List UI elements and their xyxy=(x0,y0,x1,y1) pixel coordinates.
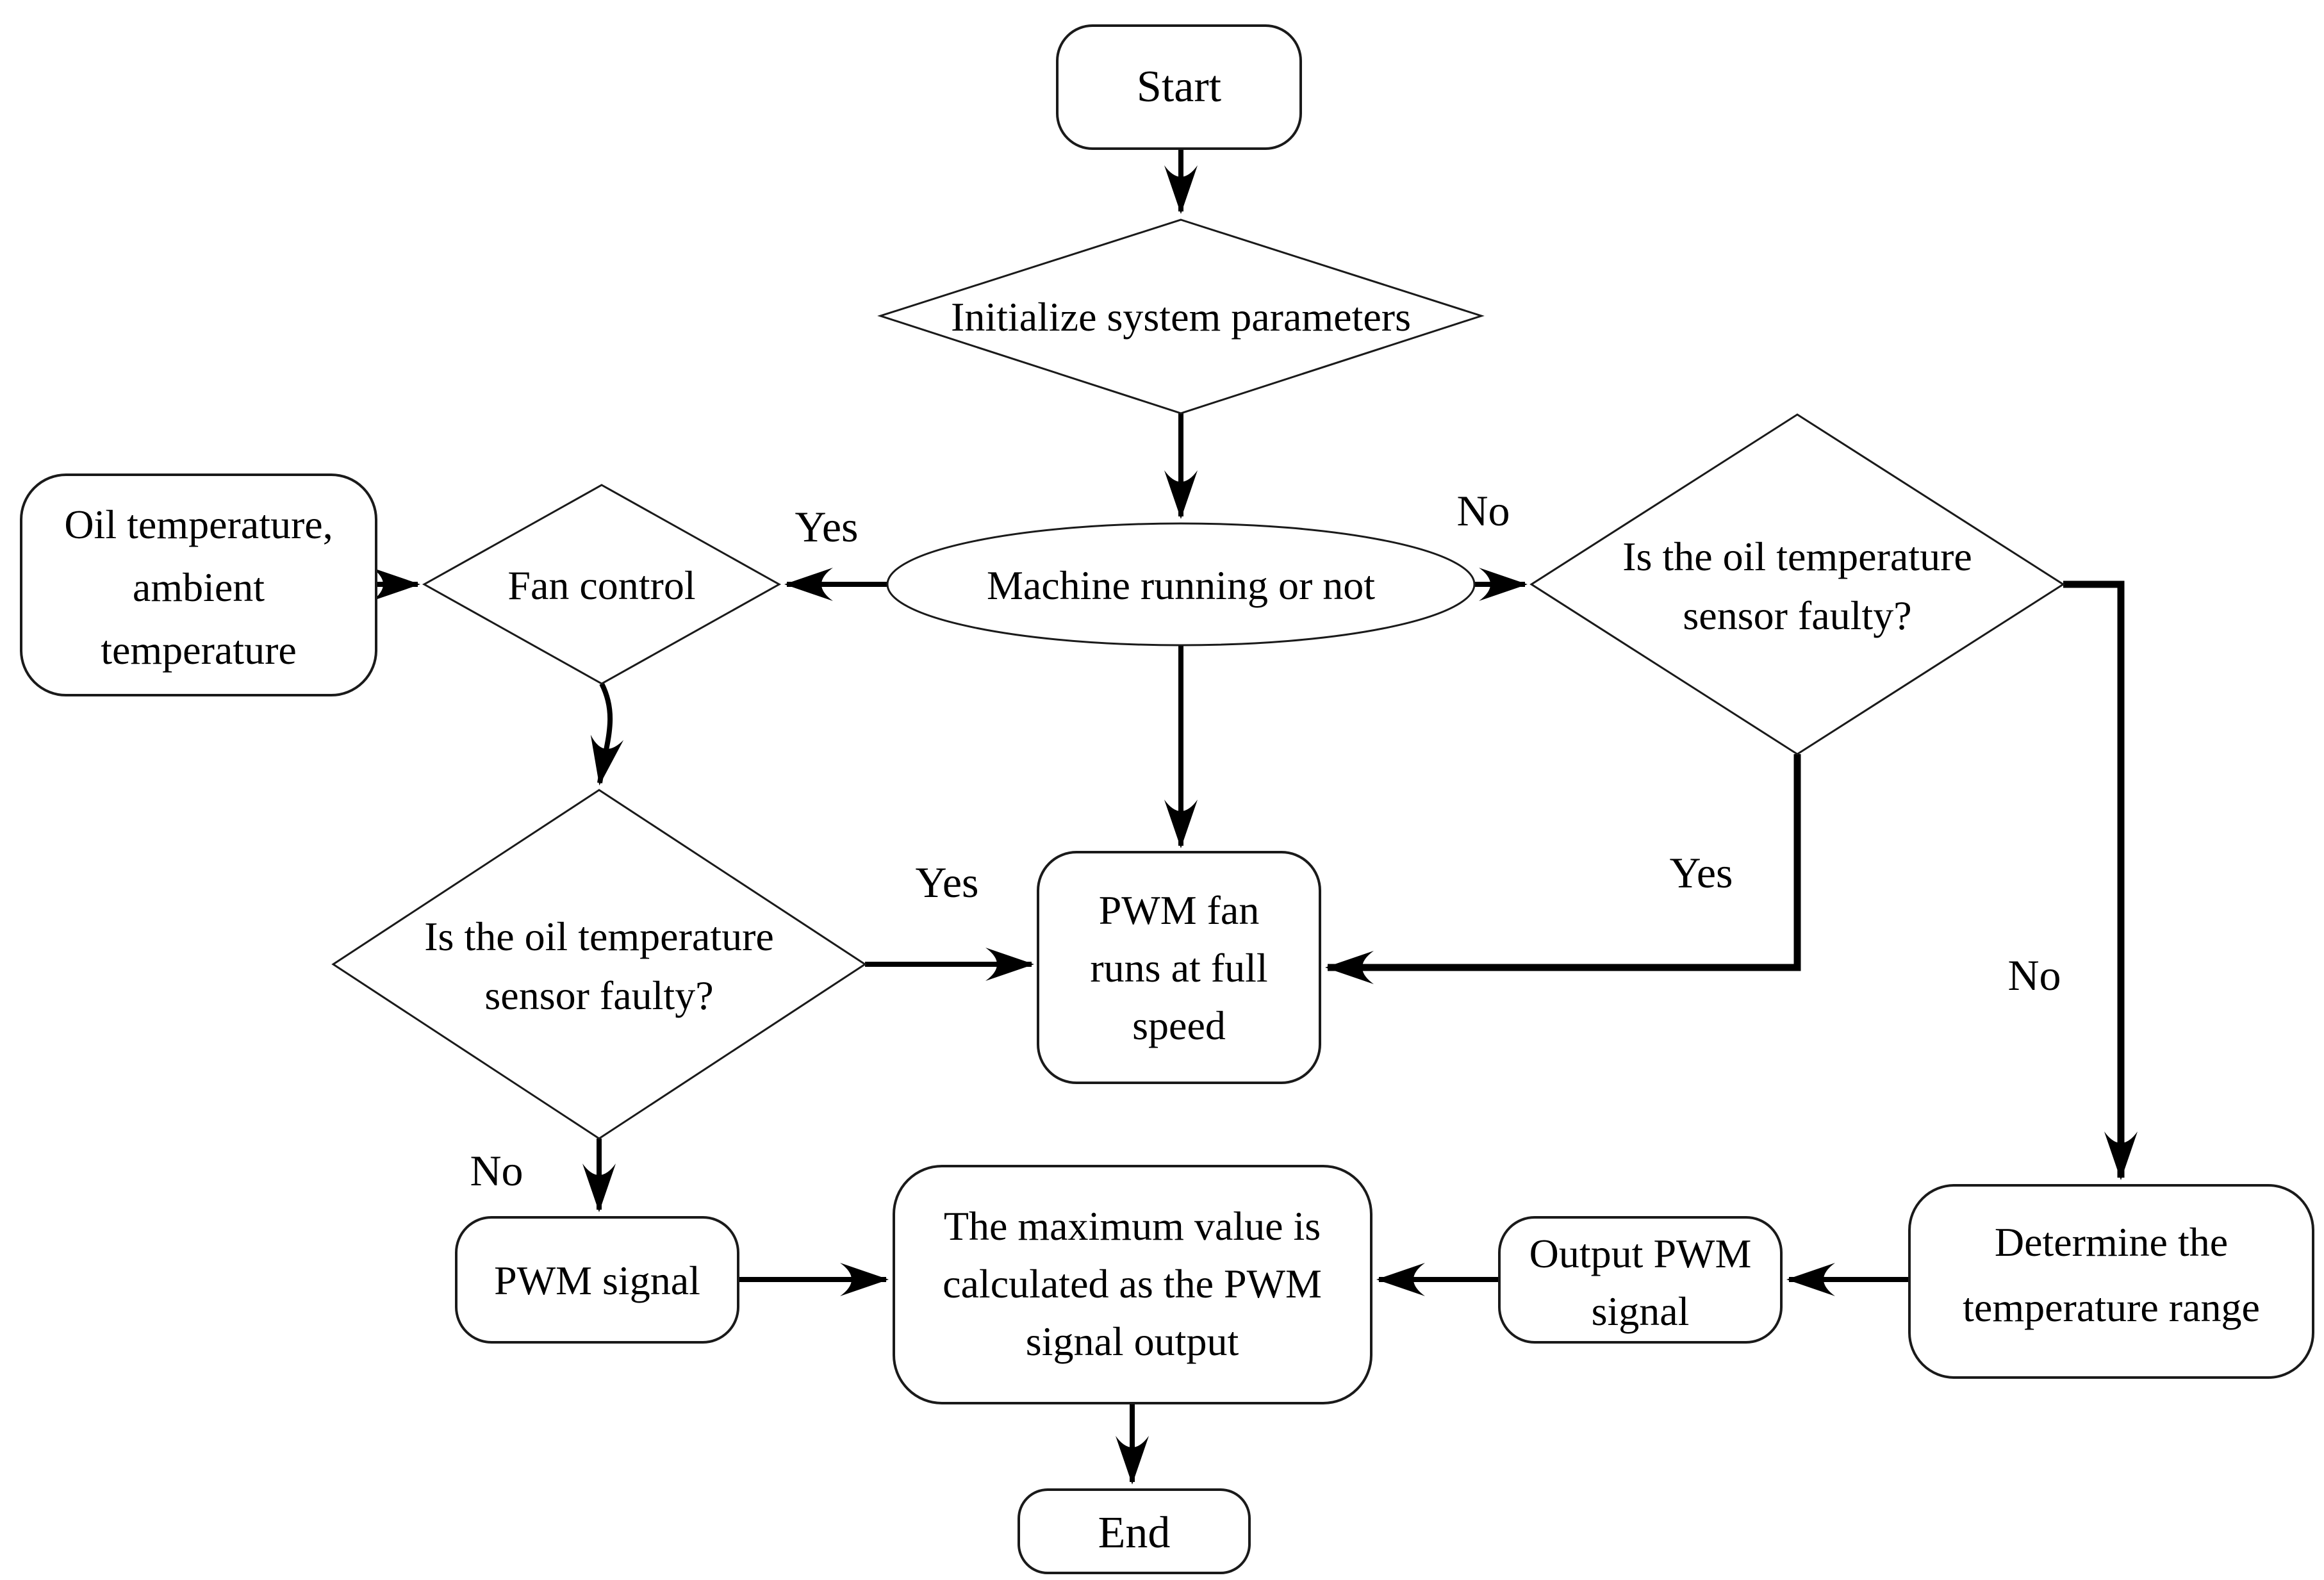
sensor-faulty-right-diamond-shape xyxy=(1529,413,2065,755)
determine-range-line-2: temperature range xyxy=(1963,1285,2260,1330)
start-shape xyxy=(1056,24,1302,150)
fan-control-diamond-shape xyxy=(422,484,782,685)
max-output-line-1: The maximum value is xyxy=(944,1203,1321,1249)
pwm-signal-shape xyxy=(455,1216,739,1344)
edge-sensor-faulty-right-yes-to-pwm-full-speed xyxy=(1325,754,1801,984)
output-pwm-shape xyxy=(1498,1216,1783,1344)
node-sensor-faulty-left: Is the oil temperature sensor faulty? xyxy=(331,789,867,1140)
oil-inputs-line-3: temperature xyxy=(101,627,297,673)
determine-range-shape xyxy=(1908,1184,2314,1379)
node-initialize: Initialize system parameters xyxy=(877,218,1485,415)
label-machine-no: No xyxy=(1456,486,1510,535)
pwm-full-speed-line-1: PWM fan xyxy=(1099,887,1260,933)
sensor-faulty-left-diamond-shape xyxy=(331,789,867,1140)
node-max-output: The maximum value is calculated as the P… xyxy=(893,1165,1372,1404)
edges-layer xyxy=(372,149,2138,1485)
oil-inputs-line-1: Oil temperature, xyxy=(64,502,333,547)
determine-range-line-1: Determine the xyxy=(1995,1219,2228,1265)
fan-control-label: Fan control xyxy=(507,563,695,608)
node-pwm-full-speed: PWM fan runs at full speed xyxy=(1037,851,1321,1084)
label-right-sensor-no: No xyxy=(2007,951,2061,1000)
output-pwm-line-1: Output PWM xyxy=(1529,1231,1752,1276)
end-label: End xyxy=(1098,1508,1171,1558)
start-label: Start xyxy=(1137,62,1222,111)
sensor-faulty-left-line-1: Is the oil temperature xyxy=(424,914,774,959)
label-left-sensor-no: No xyxy=(470,1146,523,1195)
pwm-full-speed-line-2: runs at full xyxy=(1090,945,1267,991)
oil-inputs-line-2: ambient xyxy=(133,564,265,610)
node-end: End xyxy=(1018,1488,1251,1574)
pwm-full-speed-shape xyxy=(1037,851,1321,1084)
machine-running-ellipse-shape xyxy=(886,522,1476,646)
label-left-sensor-yes: Yes xyxy=(916,858,979,907)
edge-fan-control-to-sensor-faulty-left xyxy=(590,682,624,786)
output-pwm-line-2: signal xyxy=(1592,1288,1690,1334)
node-fan-control: Fan control xyxy=(422,484,782,685)
sensor-faulty-right-line-1: Is the oil temperature xyxy=(1622,534,1972,579)
node-sensor-faulty-right: Is the oil temperature sensor faulty? xyxy=(1529,413,2065,755)
max-output-shape xyxy=(893,1165,1372,1404)
node-output-pwm: Output PWM signal xyxy=(1498,1216,1783,1344)
label-machine-yes: Yes xyxy=(795,502,859,551)
node-machine-running: Machine running or not xyxy=(886,522,1476,646)
node-pwm-signal: PWM signal xyxy=(455,1216,739,1344)
edge-labels-layer: Yes No Yes No Yes No xyxy=(470,486,2061,1195)
oil-inputs-shape xyxy=(20,473,377,696)
node-start: Start xyxy=(1056,24,1302,150)
max-output-line-3: signal output xyxy=(1026,1319,1239,1364)
end-shape xyxy=(1018,1488,1251,1574)
machine-running-label: Machine running or not xyxy=(987,563,1375,608)
max-output-line-2: calculated as the PWM xyxy=(943,1261,1322,1306)
edge-sensor-faulty-right-no-to-determine-range xyxy=(2063,580,2138,1180)
node-oil-inputs: Oil temperature, ambient temperature xyxy=(20,473,377,696)
initialize-label: Initialize system parameters xyxy=(951,294,1411,340)
sensor-faulty-left-line-2: sensor faulty? xyxy=(484,973,713,1018)
initialize-diamond-shape xyxy=(877,218,1485,415)
sensor-faulty-right-line-2: sensor faulty? xyxy=(1683,593,1911,638)
node-determine-range: Determine the temperature range xyxy=(1908,1184,2314,1379)
pwm-full-speed-line-3: speed xyxy=(1132,1003,1226,1048)
pwm-signal-label: PWM signal xyxy=(494,1258,700,1303)
label-right-sensor-yes: Yes xyxy=(1670,848,1733,897)
